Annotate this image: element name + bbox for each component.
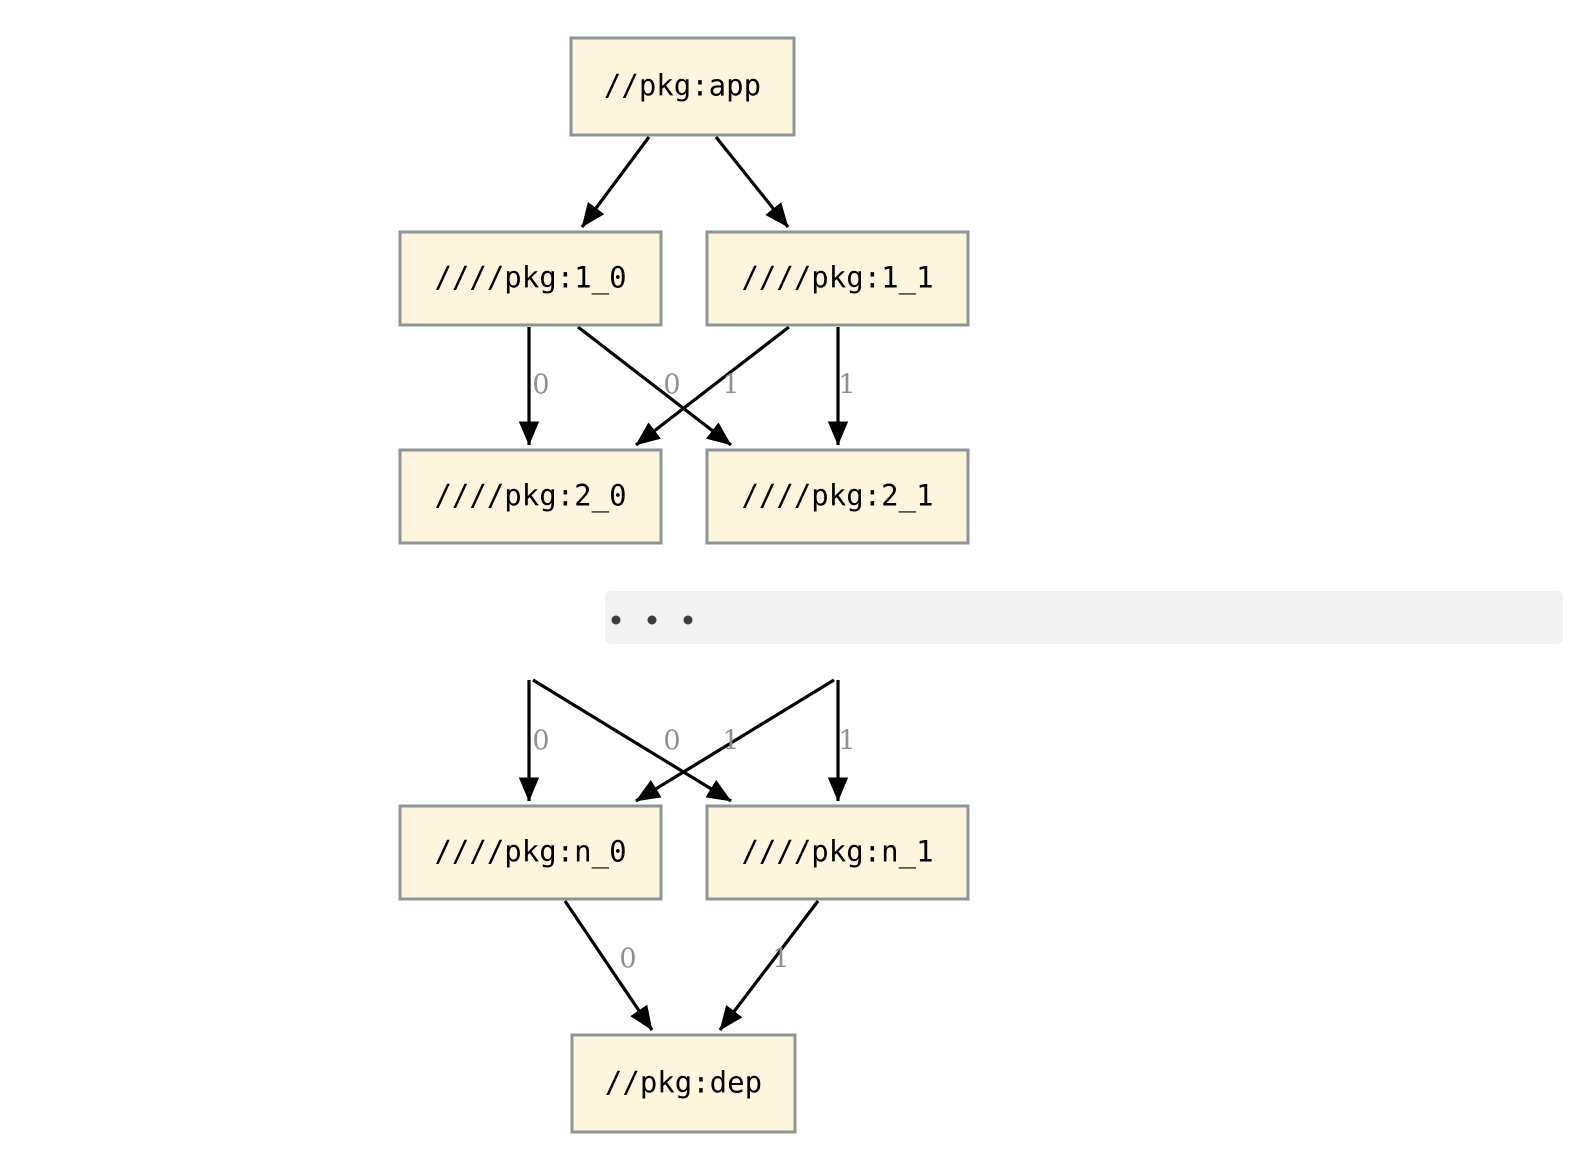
edge-labels-layer: 0 0 1 1 0 0 1 1 0 1 xyxy=(532,370,855,975)
nodes-layer: //pkg:app ////pkg:1_0 ////pkg:1_1 ////pkg:2… xyxy=(398,36,970,1134)
ellipsis-dot-0 xyxy=(611,615,621,625)
node-nn_0[interactable]: ////pkg:n_0 xyxy=(398,804,663,901)
node-app[interactable]: //pkg:app xyxy=(569,36,796,137)
node-label-app: //pkg:app xyxy=(604,69,761,103)
node-n2_1[interactable]: ////pkg:2_1 xyxy=(705,448,970,545)
node-n1_1[interactable]: ////pkg:1_1 xyxy=(705,230,970,327)
node-label-n2_1: ////pkg:2_1 xyxy=(741,479,933,514)
node-nn_1[interactable]: ////pkg:n_1 xyxy=(705,804,970,901)
edges-layer xyxy=(518,136,849,1031)
ellipsis-dot-1 xyxy=(647,615,657,625)
node-label-n1_1: ////pkg:1_1 xyxy=(741,261,933,296)
edge-label-n_0-dep: 0 xyxy=(619,944,636,975)
edge-n_1-dep xyxy=(718,900,820,1031)
edge-label-1_0-2_1: 0 xyxy=(663,370,680,401)
edge-nprev2-n_0 xyxy=(635,678,835,803)
edge-label-nprev2-n_1: 1 xyxy=(838,726,855,757)
edge-label-nprev-n_0: 0 xyxy=(532,726,549,757)
edge-label-nprev2-n_0: 1 xyxy=(722,726,739,757)
edge-1_0-2_1 xyxy=(577,325,732,447)
edge-label-1_1-2_1: 1 xyxy=(838,370,855,401)
node-label-dep: //pkg:dep xyxy=(605,1066,762,1100)
node-box-dep[interactable] xyxy=(570,1033,797,1134)
edge-n_0-dep xyxy=(563,900,654,1031)
node-box-n2_0[interactable] xyxy=(398,448,663,545)
edge-app-1_1 xyxy=(714,136,790,228)
node-label-nn_1: ////pkg:n_1 xyxy=(741,835,933,870)
node-box-nn_0[interactable] xyxy=(398,804,663,901)
node-label-nn_0: ////pkg:n_0 xyxy=(434,835,626,870)
edge-app-1_0 xyxy=(580,136,651,228)
node-box-n1_1[interactable] xyxy=(705,230,970,327)
ellipsis-band xyxy=(605,591,1563,644)
edge-label-n_1-dep: 1 xyxy=(772,944,789,975)
ellipsis-dot-2 xyxy=(683,615,693,625)
edge-nprev-n_1 xyxy=(532,678,732,803)
node-box-nn_1[interactable] xyxy=(705,804,970,901)
node-n2_0[interactable]: ////pkg:2_0 xyxy=(398,448,663,545)
node-box-app[interactable] xyxy=(569,36,796,137)
edge-label-1_0-2_0: 0 xyxy=(532,370,549,401)
node-label-n2_0: ////pkg:2_0 xyxy=(434,479,626,514)
node-label-n1_0: ////pkg:1_0 xyxy=(434,261,626,296)
node-box-n2_1[interactable] xyxy=(705,448,970,545)
edge-1_1-2_0 xyxy=(635,325,790,447)
ellipsis-separator xyxy=(605,591,1563,644)
node-dep[interactable]: //pkg:dep xyxy=(570,1033,797,1134)
node-n1_0[interactable]: ////pkg:1_0 xyxy=(398,230,663,327)
node-box-n1_0[interactable] xyxy=(398,230,663,327)
edge-label-1_1-2_0: 1 xyxy=(722,370,739,401)
edge-label-nprev-n_1: 0 xyxy=(663,726,680,757)
